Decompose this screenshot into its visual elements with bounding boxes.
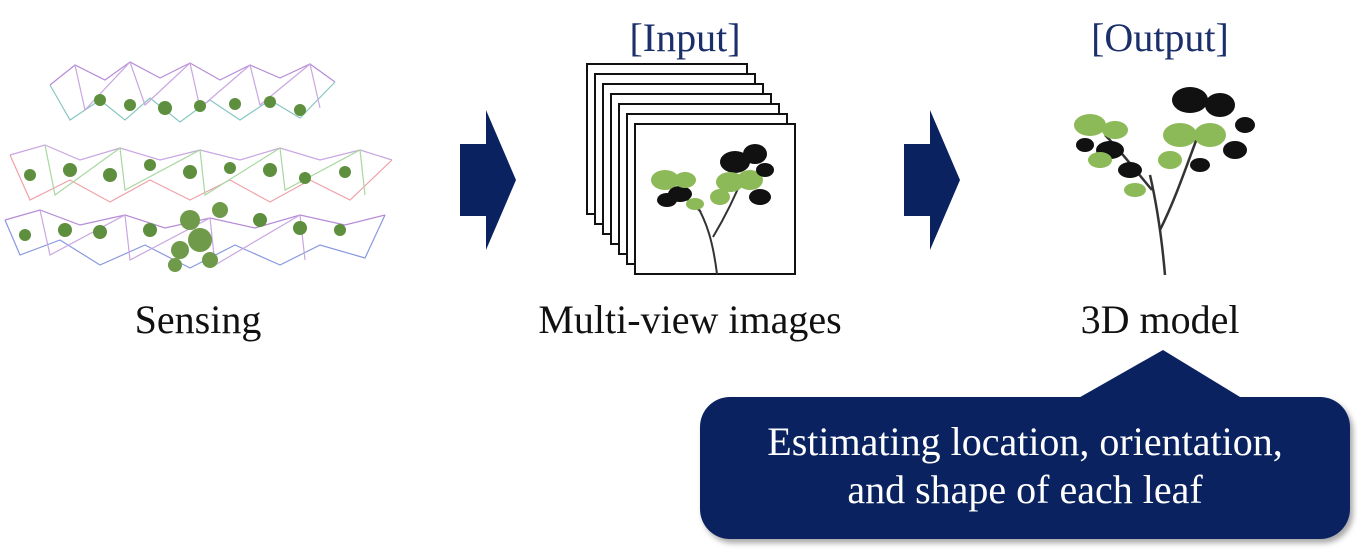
camera-rig-icon: [4, 60, 393, 272]
callout-box: [700, 397, 1350, 539]
plant-model-icon: [1074, 87, 1255, 276]
stage-label-input: Multi-view images: [538, 297, 842, 342]
stage-label-output: 3D model: [1080, 297, 1240, 342]
output-tag: [Output]: [1091, 15, 1229, 60]
callout-text: Estimating location, orientation, and sh…: [700, 418, 1350, 514]
callout-pointer: [1075, 350, 1245, 400]
image-stack-icon: [586, 63, 796, 275]
input-tag: [Input]: [629, 15, 741, 60]
callout-line-2: and shape of each leaf: [847, 467, 1203, 512]
callout-line-1: Estimating location, orientation,: [767, 419, 1283, 464]
arrow-right-icon: [460, 110, 516, 250]
stage-label-sensing: Sensing: [134, 297, 262, 342]
arrow-right-icon: [904, 110, 960, 250]
